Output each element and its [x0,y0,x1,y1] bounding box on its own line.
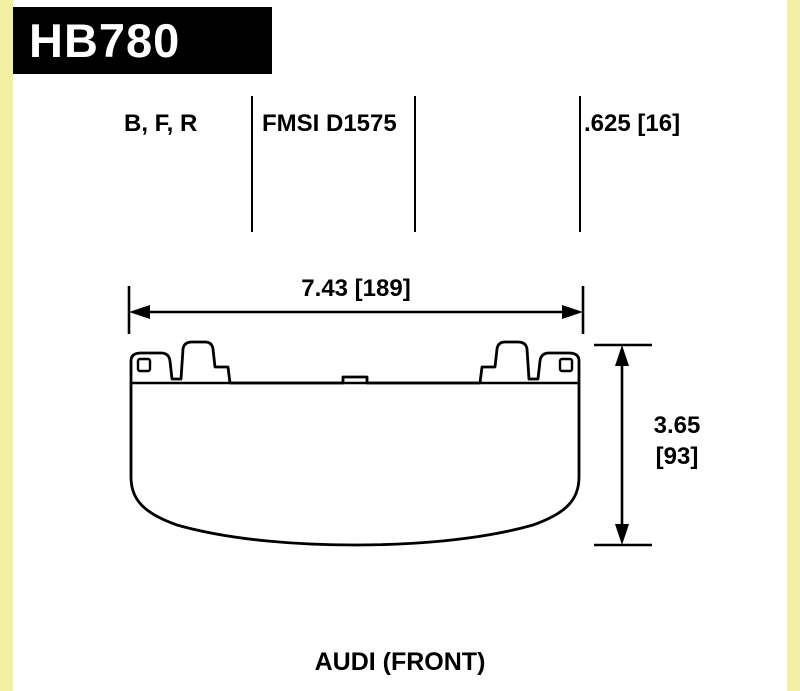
width-dimension-value: 7.43 [189] [301,275,411,302]
left-edge-strip [0,0,13,691]
height-dimension-lines [594,343,652,547]
fmsi-label: FMSI D1575 [262,110,397,137]
right-edge-strip [787,0,800,691]
pad-outline-path [129,340,581,547]
compounds-label: B, F, R [124,110,198,137]
width-dimension-lines [127,286,585,334]
mounting-hole-right [558,357,574,373]
part-number-box: HB780 [13,7,272,74]
part-number: HB780 [29,14,181,67]
column-divider-3 [579,96,581,232]
height-dimension-value: 3.65 [93] [642,410,712,472]
pad-thickness-label: .625 [16] [584,110,681,137]
application-label: AUDI (FRONT) [314,648,486,676]
mounting-hole-left [136,357,152,373]
width-arrow-right [562,305,583,319]
column-divider-1 [251,96,253,232]
height-arrow-top [615,345,629,366]
height-dimension-inches: 3.65 [653,412,701,439]
column-divider-2 [414,96,416,232]
width-arrow-left [129,305,150,319]
brake-pad-outline [129,340,581,547]
height-arrow-bottom [615,524,629,545]
height-dimension-mm: [93] [655,443,699,470]
